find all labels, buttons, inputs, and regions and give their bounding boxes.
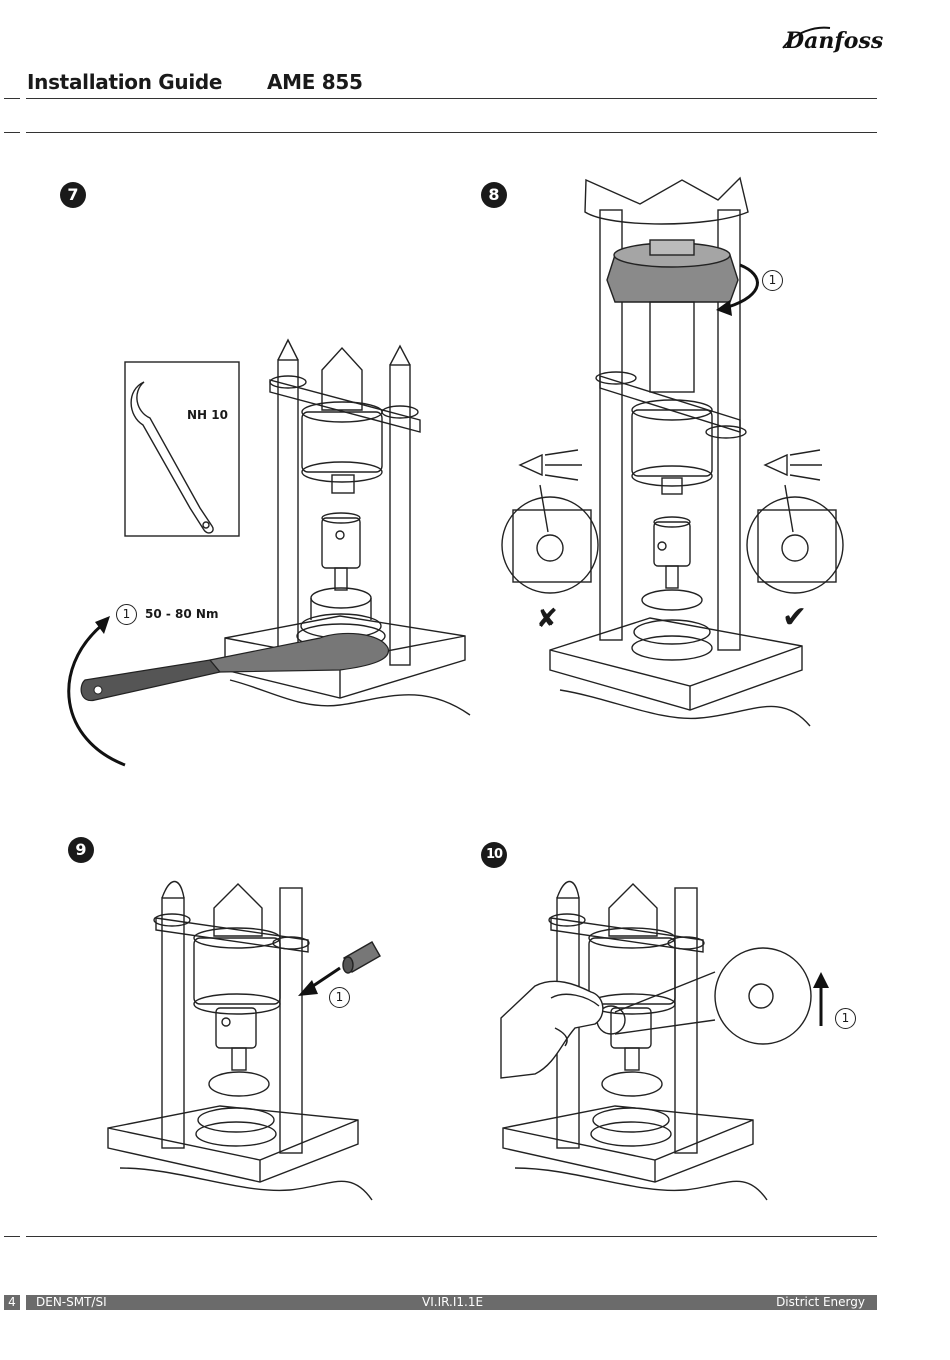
footer-department: DEN-SMT/SI [36,1295,107,1309]
right-mark: ✔ [782,600,808,635]
wrong-mark: ✘ [536,604,558,634]
footer-bar: DEN-SMT/SI VI.IR.I1.1E District Energy [26,1295,877,1310]
step-10-badge: 10 [481,842,507,868]
step-7-badge: 7 [60,182,86,208]
torque-index-marker: 1 [116,604,137,625]
tool-label: NH 10 [187,408,228,422]
header-rule [26,98,877,99]
spanner-wrench [80,659,222,702]
tool-inset-box [124,361,240,537]
step-9-index-marker: 1 [329,987,350,1008]
figure-step-10 [500,880,829,1201]
danfoss-logo: Danfoss [782,26,883,54]
figure-step-8 [501,176,844,727]
page-number: 4 [4,1295,20,1310]
product-name: AME 855 [267,70,363,94]
figure-step-7 [67,338,471,767]
torque-value: 50 - 80 Nm [145,607,219,621]
torque-arrow [67,623,126,767]
guide-title: Installation Guide [27,70,223,94]
svg-text:Danfoss: Danfoss [784,28,883,54]
insert-arrow [309,966,341,990]
footer-rule [26,1236,877,1237]
step-8-badge: 8 [481,182,507,208]
header-rule-2 [26,132,877,133]
header-tick-2 [4,132,20,133]
footer-section: District Energy [776,1295,865,1309]
footer-code: VI.IR.I1.1E [422,1295,484,1309]
step-9-badge: 9 [68,837,94,863]
step-10-index-marker: 1 [835,1008,856,1029]
footer-tick [4,1236,20,1237]
figure-step-9 [107,880,381,1201]
rotate-arrow [727,263,759,309]
header-tick [4,98,20,99]
step-8-index-marker: 1 [762,270,783,291]
